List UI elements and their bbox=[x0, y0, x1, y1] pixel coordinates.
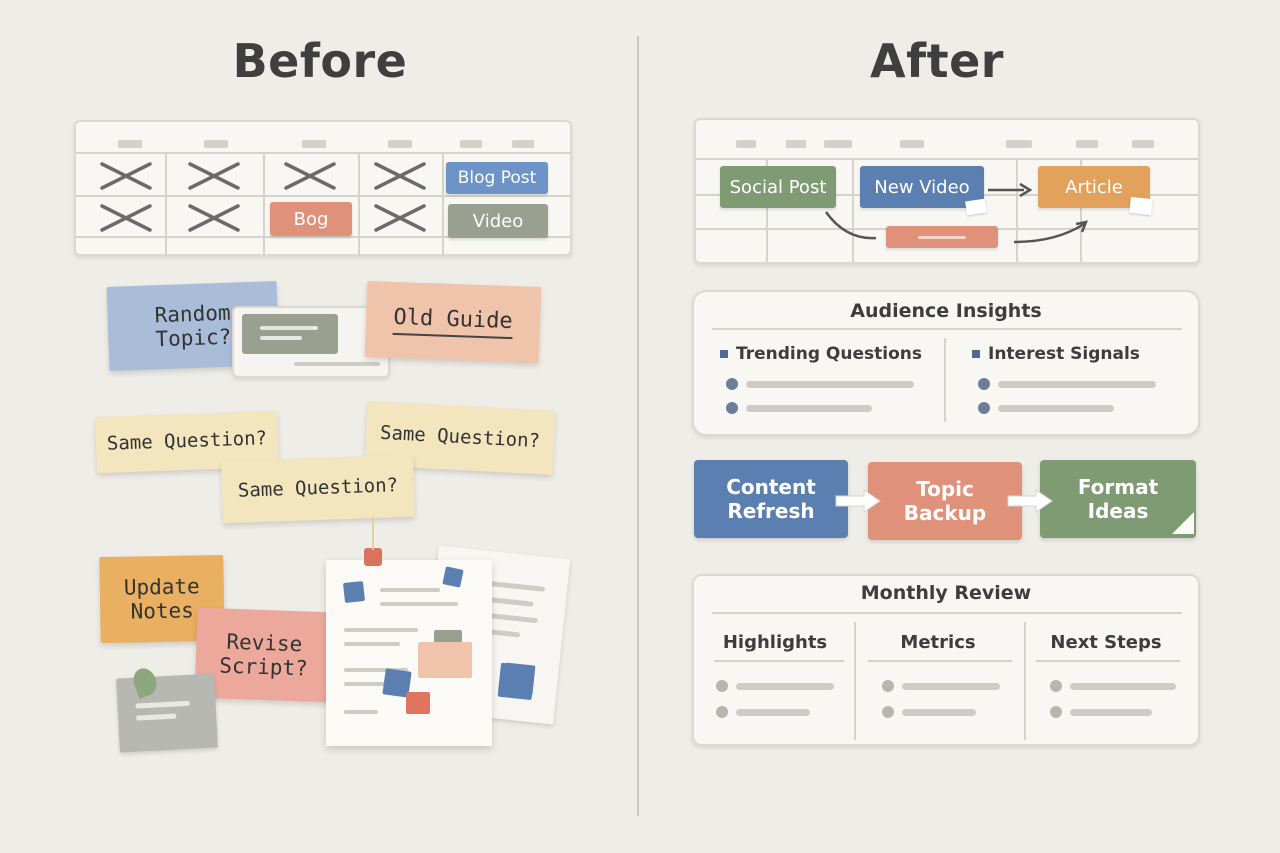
pin-icon bbox=[502, 662, 536, 696]
arrow-right-icon bbox=[1007, 489, 1053, 513]
before-calendar: Blog Post Bog Video bbox=[74, 120, 572, 256]
bullet-icon bbox=[720, 350, 728, 358]
social-post-chip: Social Post bbox=[720, 166, 836, 208]
x-mark-icon bbox=[188, 204, 240, 232]
old-guide-label: Old Guide bbox=[392, 305, 514, 339]
bullet-icon bbox=[972, 350, 980, 358]
monthly-review-title: Monthly Review bbox=[860, 582, 1032, 604]
blog-post-chip: Blog Post bbox=[446, 162, 548, 194]
interest-signals-header: Interest Signals bbox=[972, 344, 1140, 364]
x-mark-icon bbox=[374, 162, 426, 190]
front-document bbox=[326, 560, 492, 746]
bog-chip: Bog bbox=[270, 202, 352, 236]
salmon-chip bbox=[886, 226, 998, 248]
arrow-right-icon bbox=[835, 489, 881, 513]
flow-arrows bbox=[824, 182, 1089, 244]
envelope-card bbox=[116, 673, 218, 753]
x-mark-icon bbox=[100, 162, 152, 190]
revise-script-note: Revise Script? bbox=[194, 607, 334, 703]
pin-icon bbox=[364, 548, 382, 566]
after-calendar: Social Post New Video Article bbox=[694, 118, 1200, 264]
content-refresh-box: Content Refresh bbox=[694, 460, 848, 538]
highlights-header: Highlights bbox=[722, 632, 828, 653]
topic-backup-box: Topic Backup bbox=[868, 462, 1022, 540]
x-mark-icon bbox=[374, 204, 426, 232]
x-mark-icon bbox=[188, 162, 240, 190]
monthly-review-panel: Monthly Review Highlights Metrics Next S… bbox=[692, 574, 1200, 746]
card-placeholder bbox=[232, 306, 390, 378]
trending-questions-header: Trending Questions bbox=[720, 344, 922, 364]
old-guide-note: Old Guide bbox=[364, 280, 542, 364]
next-steps-header: Next Steps bbox=[1050, 632, 1162, 653]
new-video-chip: New Video bbox=[860, 166, 984, 208]
interest-signals-label: Interest Signals bbox=[988, 344, 1140, 364]
after-title: After bbox=[870, 34, 1004, 88]
audience-insights-title: Audience Insights bbox=[850, 300, 1042, 322]
x-mark-icon bbox=[100, 204, 152, 232]
audience-insights-panel: Audience Insights Trending Questions Int… bbox=[692, 290, 1200, 436]
trending-questions-label: Trending Questions bbox=[736, 344, 922, 364]
center-divider bbox=[637, 36, 639, 816]
metrics-header: Metrics bbox=[900, 632, 976, 653]
video-chip: Video bbox=[448, 204, 548, 238]
x-mark-icon bbox=[284, 162, 336, 190]
before-title: Before bbox=[232, 34, 408, 88]
same-question-note-3: Same Question? bbox=[220, 454, 416, 524]
format-ideas-box: Format Ideas bbox=[1040, 460, 1196, 538]
